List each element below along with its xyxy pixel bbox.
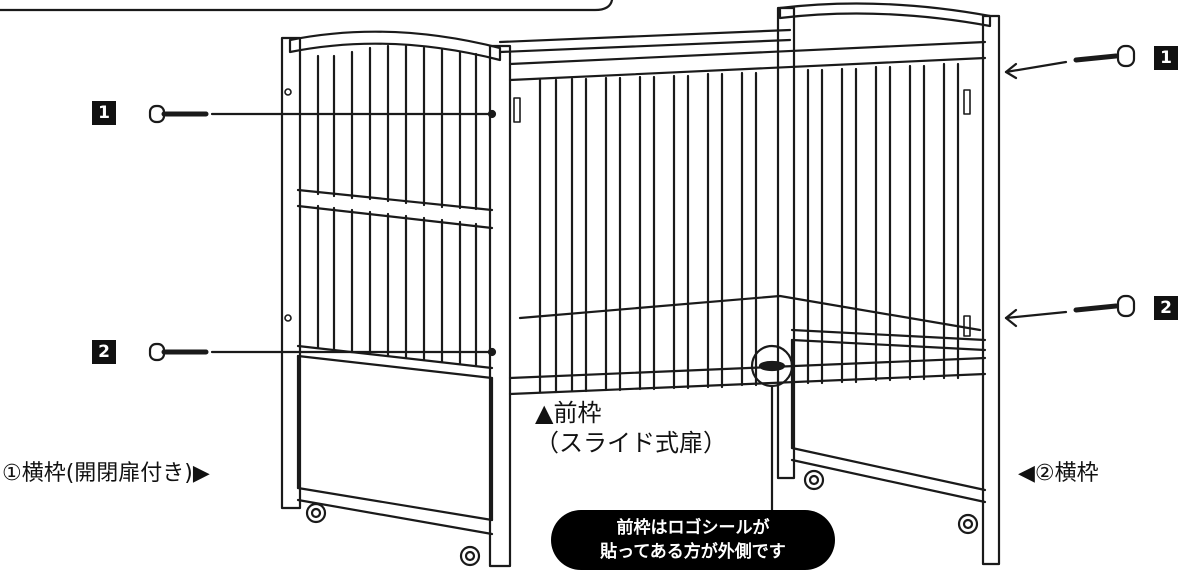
left-back-post	[280, 36, 302, 510]
bolt-arrow-right-bottom	[1004, 294, 1136, 328]
left-lower-slats	[316, 204, 478, 368]
right-headboard	[778, 2, 992, 28]
callout-frame	[0, 0, 614, 12]
back-top-rail	[498, 28, 792, 54]
bolt-arrow-left-top	[148, 104, 497, 124]
right-low-rail	[790, 446, 987, 504]
left-upper-slats	[316, 44, 478, 211]
left-front-post	[488, 44, 512, 568]
badge-1-left: 1	[92, 101, 116, 125]
front-slats	[538, 62, 960, 394]
front-top-rail	[508, 40, 987, 82]
note-line-2: 貼ってある方が外側です	[600, 542, 786, 562]
badge-2-right: 2	[1154, 296, 1178, 320]
left-mid-rail	[296, 188, 494, 230]
note-line-1: 前枠はロゴシールが	[616, 518, 770, 538]
left-lower-panel	[296, 354, 494, 522]
front-frame-title: ▲前枠	[535, 399, 602, 427]
left-headboard	[288, 30, 502, 62]
right-bottom-rail	[790, 328, 987, 352]
front-frame-label: ▲前枠 （スライド式扉）	[535, 398, 727, 458]
logo-sticker	[758, 360, 786, 372]
badge-2-left: 2	[92, 340, 116, 364]
left-low-rail	[296, 486, 494, 536]
badge-1-right: 1	[1154, 46, 1178, 70]
mattress-base	[518, 294, 982, 332]
left-bottom-rail	[296, 344, 494, 380]
front-bottom-rail	[508, 356, 987, 396]
front-frame-subtitle: （スライド式扉）	[535, 429, 727, 457]
hinge-marks	[284, 88, 971, 337]
side-frame-left-label: ①横枠(開閉扉付き)▶	[2, 461, 210, 486]
right-front-post	[981, 14, 1001, 566]
caster-wheel-icon	[305, 469, 979, 567]
logo-sticker-note: 前枠はロゴシールが 貼ってある方が外側です	[551, 510, 835, 570]
bolt-arrow-right-top	[1004, 44, 1136, 80]
bolt-arrow-left-bottom	[148, 342, 497, 362]
side-frame-right-label: ◀②横枠	[1018, 461, 1099, 486]
right-back-post	[776, 6, 796, 480]
